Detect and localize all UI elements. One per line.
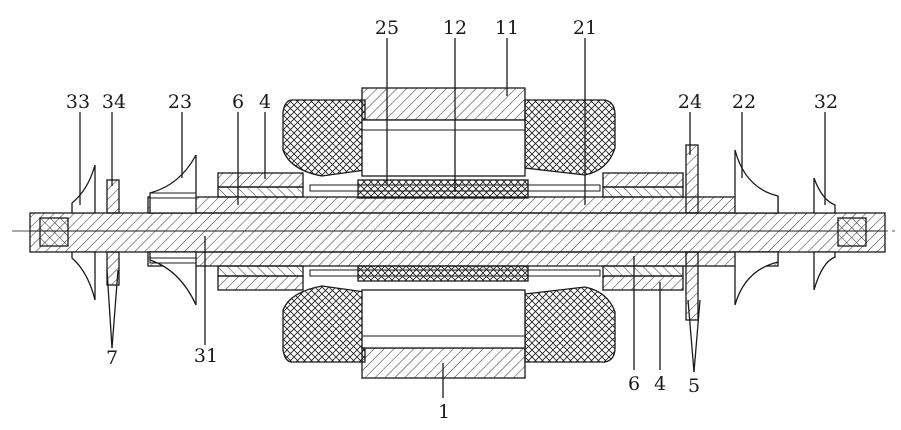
label-4-bottom: 4	[654, 373, 666, 395]
label-34: 34	[102, 91, 126, 113]
winding-right-bottom	[525, 287, 615, 362]
label-6-top: 6	[232, 91, 244, 113]
label-12: 12	[443, 17, 467, 39]
bearing-right-bottom-2	[603, 276, 683, 290]
stator-core-bottom-body	[362, 290, 525, 348]
rotor-core-top	[358, 180, 528, 198]
label-7: 7	[106, 347, 118, 369]
label-23: 23	[168, 91, 192, 113]
bearing-left-bottom	[218, 266, 303, 276]
label-5: 5	[688, 375, 700, 397]
label-25: 25	[375, 17, 399, 39]
bearing-right-top	[603, 173, 683, 187]
label-1: 1	[438, 401, 450, 423]
label-21: 21	[573, 17, 597, 39]
label-24: 24	[678, 91, 702, 113]
nut-left	[40, 218, 68, 246]
inner-sleeve-top	[148, 197, 778, 213]
label-22: 22	[732, 91, 756, 113]
bearing-right-bottom	[603, 266, 683, 276]
winding-left-bottom	[283, 286, 365, 362]
plate-right-top	[686, 145, 698, 213]
bearing-right-top-2	[603, 187, 683, 197]
inner-sleeve-bottom	[148, 252, 778, 266]
rotor-core-bottom	[358, 266, 528, 281]
label-31: 31	[194, 345, 218, 367]
label-6-bottom: 6	[628, 373, 640, 395]
bearing-left-top-2	[218, 187, 303, 197]
winding-left-top	[283, 100, 365, 176]
bearing-left-top	[218, 173, 303, 187]
main-shaft	[30, 213, 885, 252]
nut-right	[838, 218, 866, 246]
plate-right-bottom	[686, 252, 698, 320]
label-11: 11	[495, 17, 519, 39]
plate-left-top	[107, 180, 119, 213]
label-4-top: 4	[259, 91, 271, 113]
label-32: 32	[814, 91, 838, 113]
winding-right-top	[525, 100, 615, 175]
bearing-left-bottom-2	[218, 276, 303, 290]
label-33: 33	[66, 91, 90, 113]
